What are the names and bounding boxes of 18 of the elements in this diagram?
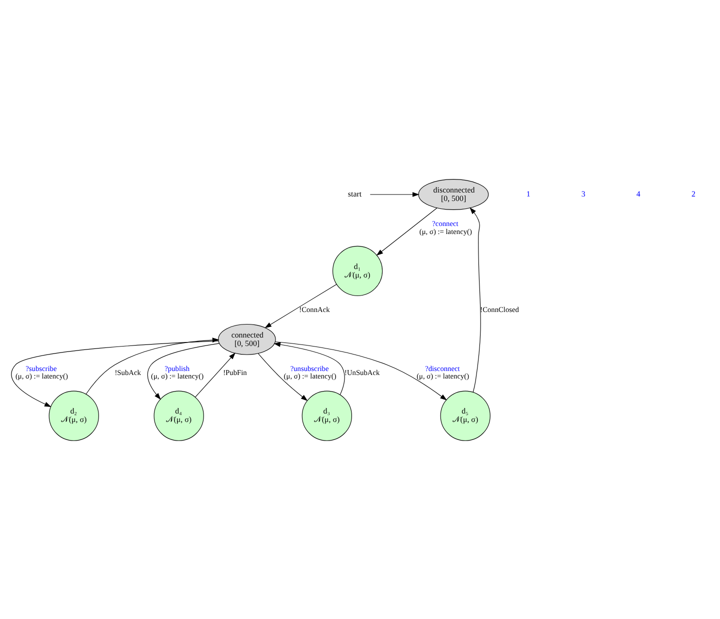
node-circle: d₂ 𝒩(μ, σ) bbox=[48, 390, 99, 440]
label: 1 bbox=[526, 189, 530, 198]
arrow bbox=[274, 342, 345, 394]
arrow bbox=[376, 207, 438, 256]
arrow bbox=[195, 352, 236, 397]
label: 4 bbox=[636, 189, 640, 198]
label: 2 bbox=[691, 189, 696, 198]
arrow bbox=[370, 192, 420, 196]
arrow bbox=[470, 206, 481, 392]
arrow bbox=[258, 352, 308, 400]
arrow bbox=[11, 340, 219, 406]
arrow bbox=[274, 340, 447, 400]
node-ellipse: disconnected [0, 500] bbox=[418, 178, 489, 210]
node-text: start bbox=[348, 189, 362, 198]
label: 3 bbox=[581, 189, 586, 198]
arrow bbox=[147, 342, 220, 400]
arrow bbox=[264, 284, 337, 328]
arrow bbox=[86, 337, 220, 394]
